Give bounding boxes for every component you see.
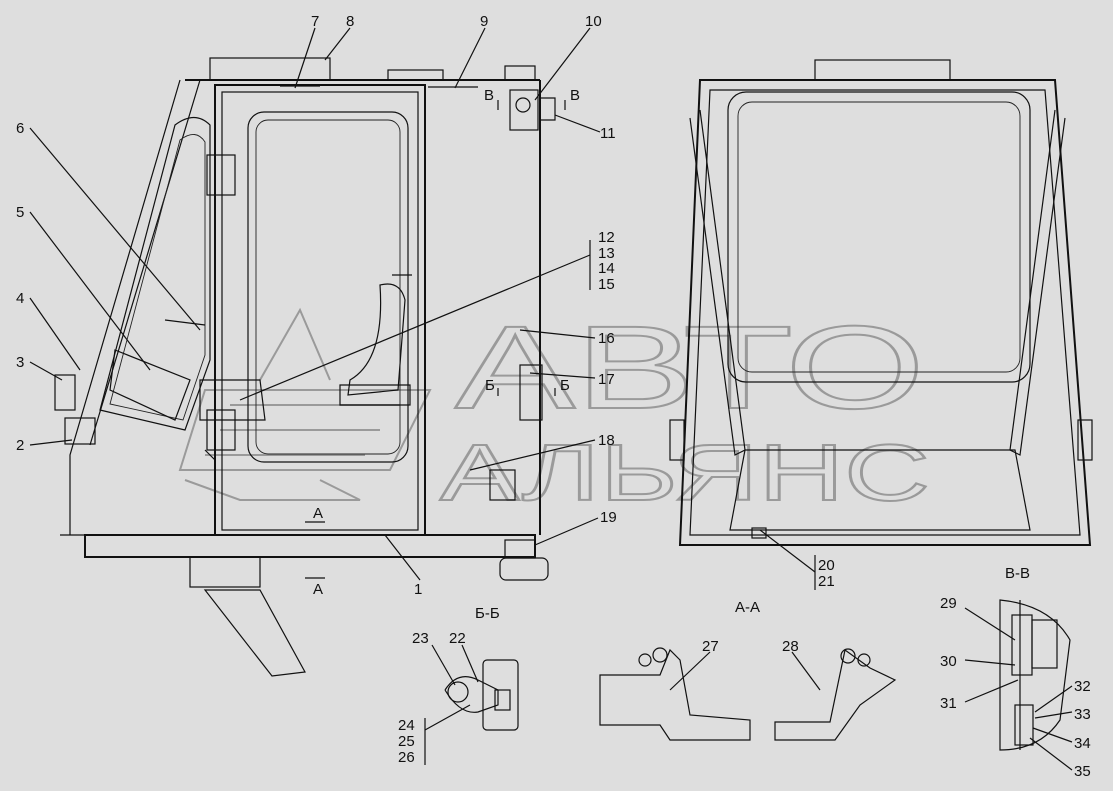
- callout-34: 34: [1074, 735, 1091, 752]
- callout-32: 32: [1074, 678, 1091, 695]
- callout-33: 33: [1074, 706, 1091, 723]
- callout-10: 10: [585, 13, 602, 30]
- section-bb: Б-Б: [444, 605, 519, 731]
- callout-1: 1: [414, 581, 422, 598]
- callout-8: 8: [346, 13, 354, 30]
- section-vv-title: В-В: [1005, 565, 1030, 582]
- callout-27: 27: [702, 638, 719, 655]
- cut-mark-a-bottom: А: [313, 581, 323, 598]
- callout-29: 29: [940, 595, 957, 612]
- leader-lines: [29, 27, 1073, 771]
- callout-9: 9: [480, 13, 488, 30]
- section-vv: В-В: [999, 565, 1071, 751]
- callout-labels: 1 2 3 4 5 6 7 8 9 10 11 12 13 14 15 16 1…: [16, 13, 1091, 780]
- cut-mark-b-left: Б: [485, 377, 495, 394]
- side-view: В В Б Б А А: [54, 57, 580, 677]
- section-bb-title: Б-Б: [475, 605, 500, 622]
- callout-21: 21: [818, 573, 835, 590]
- section-aa-title: А-А: [735, 599, 760, 616]
- cut-mark-v-right: В: [570, 87, 580, 104]
- callout-31: 31: [940, 695, 957, 712]
- callout-3: 3: [16, 354, 24, 371]
- callout-26: 26: [398, 749, 415, 766]
- callout-35: 35: [1074, 763, 1091, 780]
- callout-25: 25: [398, 733, 415, 750]
- callout-15: 15: [598, 276, 615, 293]
- front-view: [669, 59, 1093, 546]
- watermark-logo: [178, 307, 432, 501]
- callout-13: 13: [598, 245, 615, 262]
- callout-4: 4: [16, 290, 24, 307]
- callout-30: 30: [940, 653, 957, 670]
- callout-5: 5: [16, 204, 24, 221]
- callout-28: 28: [782, 638, 799, 655]
- callout-7: 7: [311, 13, 319, 30]
- callout-18: 18: [598, 432, 615, 449]
- callout-6: 6: [16, 120, 24, 137]
- callout-20: 20: [818, 557, 835, 574]
- callout-24: 24: [398, 717, 415, 734]
- callout-12: 12: [598, 229, 615, 246]
- callout-17: 17: [598, 371, 615, 388]
- callout-11: 11: [600, 125, 616, 142]
- section-aa: А-А: [599, 599, 897, 741]
- callout-22: 22: [449, 630, 466, 647]
- callout-19: 19: [600, 509, 617, 526]
- cut-mark-b-right: Б: [560, 377, 570, 394]
- callout-16: 16: [598, 330, 615, 347]
- callout-23: 23: [412, 630, 429, 647]
- callout-14: 14: [598, 260, 615, 277]
- callout-2: 2: [16, 437, 24, 454]
- cut-mark-a-top: А: [313, 505, 323, 522]
- cut-mark-v-left: В: [484, 87, 494, 104]
